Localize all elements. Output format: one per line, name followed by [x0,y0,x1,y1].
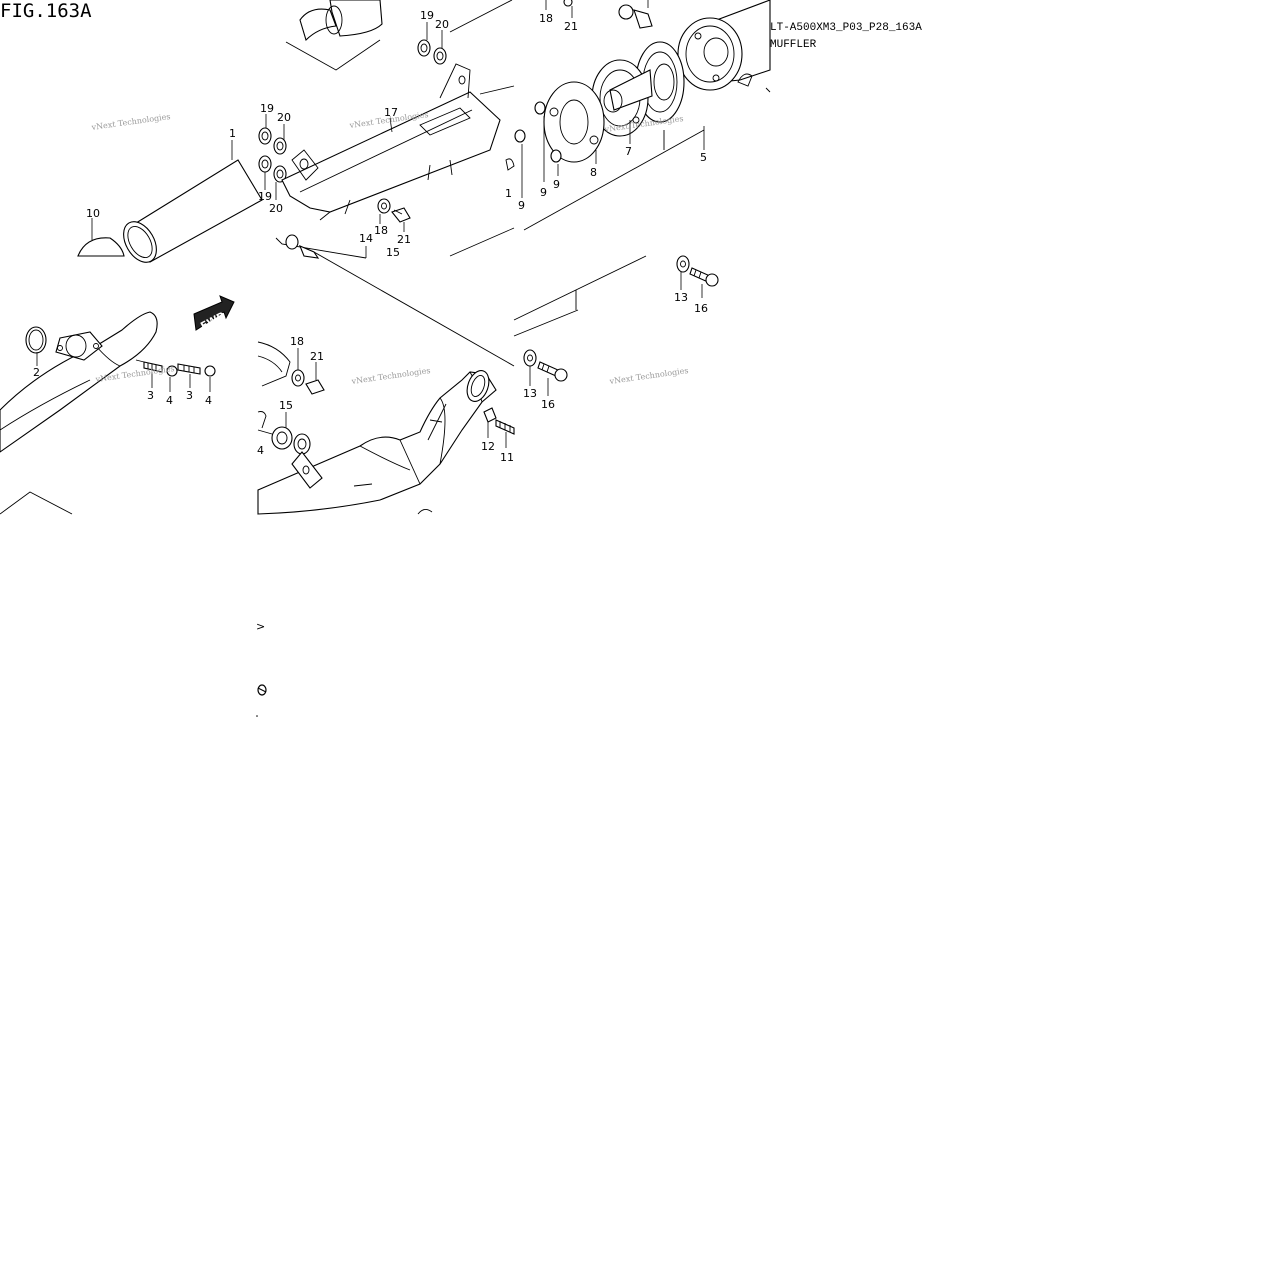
studs-and-nuts[interactable] [143,361,216,377]
spark-arrester[interactable] [591,59,653,137]
callout-21: 21 [397,233,411,246]
callout-labels: 1 10 19 20 19 20 17 19 20 18 21 18 21 14… [33,9,708,464]
panel-bottom-left: FWD [0,295,235,515]
callout-15: 15 [386,246,400,259]
washer-set-top[interactable] [417,39,447,65]
callout-1: 1 [505,187,512,200]
callout-13: 13 [523,387,537,400]
callout-4: 4 [166,394,173,407]
callout-18: 18 [374,224,388,237]
hose-clamp[interactable] [299,0,383,42]
callout-16: 16 [541,398,555,411]
callout-7: 7 [625,145,632,158]
callout-3: 3 [147,389,154,402]
gasket-part[interactable] [77,237,125,257]
callout-13: 13 [674,291,688,304]
stray-gt-mark: > [256,620,265,633]
callout-9: 9 [518,199,525,212]
callout-20: 20 [277,111,291,124]
callout-9: 9 [540,186,547,199]
panel-bottom-right [513,255,719,396]
bolt-assembly[interactable] [377,198,411,223]
model-code: LT-A500XM3_P03_P28_163A [770,22,922,34]
callout-21: 21 [310,350,324,363]
washer-bolt-13-16-lower[interactable] [523,349,568,382]
callout-16: 16 [694,302,708,315]
callout-19: 19 [258,190,272,203]
section-name: MUFFLER [770,39,817,51]
callout-9: 9 [553,178,560,191]
watermark: vNext Technologies [350,366,431,386]
callout-2: 2 [33,366,40,379]
callout-15: 15 [279,399,293,412]
bolt-11-12[interactable] [483,407,515,435]
panel-top-left [77,0,771,268]
heat-shield[interactable] [281,63,501,221]
callout-20: 20 [435,18,449,31]
callout-19: 19 [420,9,434,22]
callout-3: 3 [186,389,193,402]
center-muffler[interactable] [257,368,497,515]
forward-arrow: FWD [193,295,235,332]
callout-18: 18 [539,12,553,25]
callout-4: 4 [257,444,264,457]
bushing-15[interactable] [257,411,311,455]
stray-bolt-icon [257,684,267,696]
callout-17: 17 [384,106,398,119]
muffler-body[interactable] [677,0,771,91]
callout-1: 1 [229,127,236,140]
callout-8: 8 [590,166,597,179]
figure-title: FIG.163A [0,0,92,22]
gasket-plate[interactable] [543,81,605,163]
callout-21: 21 [564,20,578,33]
washer-bolt-18-21[interactable] [291,369,325,395]
callout-4: 4 [205,394,212,407]
callout-12: 12 [481,440,495,453]
callout-18: 18 [290,335,304,348]
exhaust-pipe[interactable] [0,311,158,453]
exhaust-gasket[interactable] [25,326,47,354]
washer-set[interactable] [258,127,287,183]
tail-pipe[interactable] [117,159,263,268]
callout-19: 19 [260,102,274,115]
watermark: vNext Technologies [90,112,171,132]
small-bolts[interactable] [514,0,653,163]
callout-11: 11 [500,451,514,464]
watermark: vNext Technologies [608,366,689,386]
callout-20: 20 [269,202,283,215]
washer-bolt-13-16-upper[interactable] [676,255,719,287]
panel-bottom-center [257,251,515,515]
callout-5: 5 [700,151,707,164]
callout-14: 14 [359,232,373,245]
callout-10: 10 [86,207,100,220]
